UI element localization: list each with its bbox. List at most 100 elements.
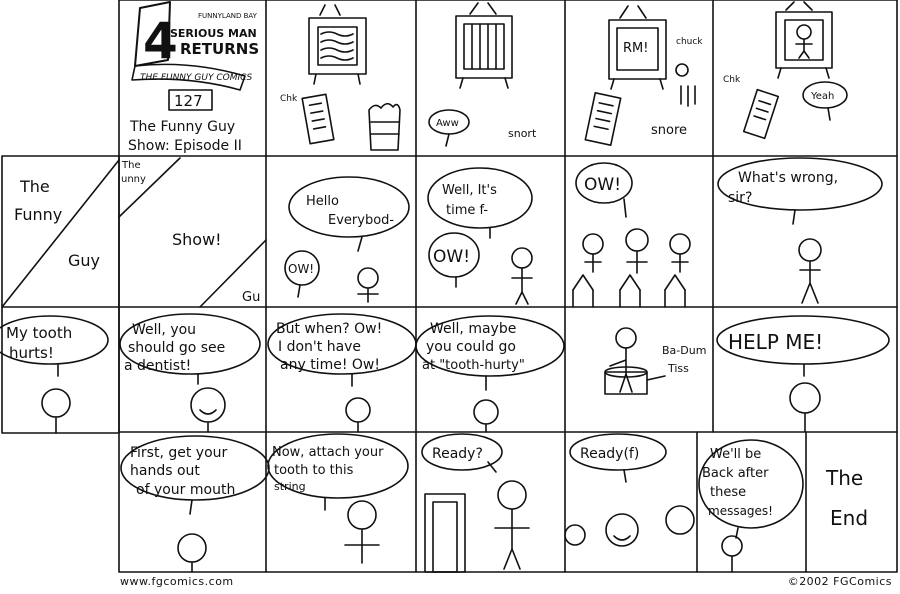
episode-title-line-1: The Funny Guy: [129, 119, 235, 135]
door: [424, 493, 466, 573]
title-word-the: The: [19, 177, 50, 196]
title-word-funny: Funny: [14, 205, 62, 224]
be-back-line-4: messages!: [708, 504, 773, 518]
panel-attach: Now, attach your tooth to this string: [267, 433, 409, 564]
logo-subtitle-2: RETURNS: [180, 40, 259, 58]
whats-wrong-line-1: What's wrong,: [738, 170, 838, 186]
logo-series: THE FUNNY GUY COMICS: [140, 73, 253, 83]
hands-out-line-1: First, get your: [130, 445, 228, 461]
ow-3: OW!: [584, 175, 621, 195]
panel-title: 4 FUNNYLAND BAY SERIOUS MAN RETURNS THE …: [128, 1, 259, 154]
logo-number: 4: [143, 12, 178, 70]
stick-figure-host-3: [798, 238, 822, 304]
panel-whats-wrong: What's wrong, sir?: [717, 157, 883, 304]
remote-control-2: [584, 92, 622, 146]
panel-help: HELP ME!: [716, 315, 890, 432]
speech-bubble-tooth-hurty: [415, 315, 565, 377]
attach-line-3: string: [274, 480, 306, 493]
footer-copyright: ©2002 FGComics: [787, 575, 892, 588]
stick-figure-host-6: [177, 533, 207, 573]
panel-tv-3: RM! chuck snore: [584, 5, 703, 146]
speech-bubble-ready-q: [421, 433, 503, 471]
ow-small: OW!: [288, 262, 314, 276]
panel-tooth-hurts: My tooth hurts!: [0, 315, 109, 434]
speech-bubble-whats-wrong: [717, 157, 883, 211]
title-word-guy: Guy: [68, 251, 100, 270]
tooth-hurty-line-3: at "tooth-hurty": [422, 358, 525, 373]
title-partial-the: The: [121, 160, 141, 171]
sfx-chuck: chuck: [676, 37, 703, 47]
the-end-line-2: End: [830, 506, 868, 530]
well-time-line-2: time f-: [446, 203, 488, 218]
band-members: [572, 228, 691, 308]
speech-bubble-be-back: [698, 439, 804, 529]
dentist-line-3: a dentist!: [124, 358, 191, 374]
title-partial-funny: unny: [121, 174, 146, 185]
stick-figure-sufferer-3: [789, 382, 821, 432]
speech-bubble-ow-3: [575, 162, 633, 204]
speech-bubble-ow-small: [284, 250, 320, 286]
sfx-tiss: Tiss: [667, 362, 689, 375]
speech-bubble-help: [716, 315, 890, 365]
sfx-chk-1: Chk: [280, 94, 298, 104]
panel-the-end: The End: [825, 466, 868, 530]
remote-control-3: [742, 88, 780, 140]
stick-figure-host-4: [190, 387, 226, 433]
well-time-line-1: Well, It's: [442, 183, 497, 198]
no-time-line-1: But when? Ow!: [276, 321, 382, 337]
hands-out-line-2: hands out: [130, 463, 200, 479]
sfx-snore: snore: [651, 123, 687, 138]
panel-be-back: We'll be Back after these messages!: [698, 439, 804, 573]
ow-big: OW!: [433, 247, 470, 267]
hands-out-line-3: of your mouth: [136, 482, 235, 498]
attach-line-2: tooth to this: [274, 463, 354, 478]
panel-time-for: Well, It's time f- OW!: [427, 167, 533, 305]
tooth-hurts-line-1: My tooth: [6, 324, 72, 342]
panel-hello: Hello Everybod- OW!: [284, 176, 410, 303]
panel-title-card-2: The unny Show! Gu: [118, 157, 267, 308]
tooth-hurts-line-2: hurts!: [9, 344, 54, 362]
speech-bubble-well-time: [427, 167, 533, 229]
panel-band-ow: OW!: [572, 162, 691, 308]
speech-bubble-attach: [267, 433, 409, 499]
panel-tv-2: Aww snort: [428, 2, 537, 147]
issue-number: 127: [174, 92, 203, 110]
no-time-line-3: any time! Ow!: [280, 357, 380, 373]
speech-bubble-ow-big: [428, 232, 480, 278]
stick-figure-sufferer-1: [41, 388, 71, 434]
panel-hands-out: First, get your hands out of your mouth: [120, 435, 270, 573]
title-partial-guy: Gu: [242, 290, 260, 305]
sfx-snort: snort: [508, 127, 537, 140]
be-back-line-3: these: [710, 485, 746, 500]
speech-bubble-hello: [288, 176, 410, 238]
speech-bubble-dentist: [119, 313, 261, 375]
episode-title-line-2: Show: Episode II: [128, 138, 242, 154]
panel-drummer: Ba-Dum Tiss: [604, 327, 706, 395]
stick-figure-host-2: [511, 247, 533, 305]
speech-bubble-tooth-hurts: [0, 315, 109, 365]
sfx-yeah: Yeah: [810, 91, 834, 102]
footer-url: www.fgcomics.com: [120, 575, 234, 588]
panel-ready: Ready?: [421, 433, 530, 573]
whats-wrong-line-2: sir?: [728, 190, 752, 206]
popcorn-bowl: [368, 102, 401, 151]
panel-ready-f: Ready(f): [564, 433, 695, 547]
stick-figure-sufferer-2: [345, 397, 371, 433]
hello-line-1: Hello: [306, 194, 339, 209]
sfx-chk-2: Chk: [723, 75, 741, 85]
stick-figure-host-9: [721, 535, 743, 573]
title-word-show: Show!: [172, 230, 222, 249]
stick-figure-host-5: [473, 399, 499, 433]
speech-bubble-ready-f: [569, 433, 667, 471]
stick-figure-host-8: [494, 480, 530, 570]
dentist-line-1: Well, you: [132, 322, 196, 338]
tooth-hurty-line-1: Well, maybe: [430, 321, 516, 337]
ready-f: Ready(f): [580, 446, 639, 462]
panel-title-card-1: The Funny Guy: [1, 159, 120, 308]
hello-line-2: Everybod-: [328, 213, 394, 228]
sfx-aww: Aww: [436, 118, 459, 129]
dentist-line-2: should go see: [128, 340, 225, 356]
the-end-line-1: The: [825, 466, 863, 490]
speech-bubble-yeah: [802, 81, 848, 109]
